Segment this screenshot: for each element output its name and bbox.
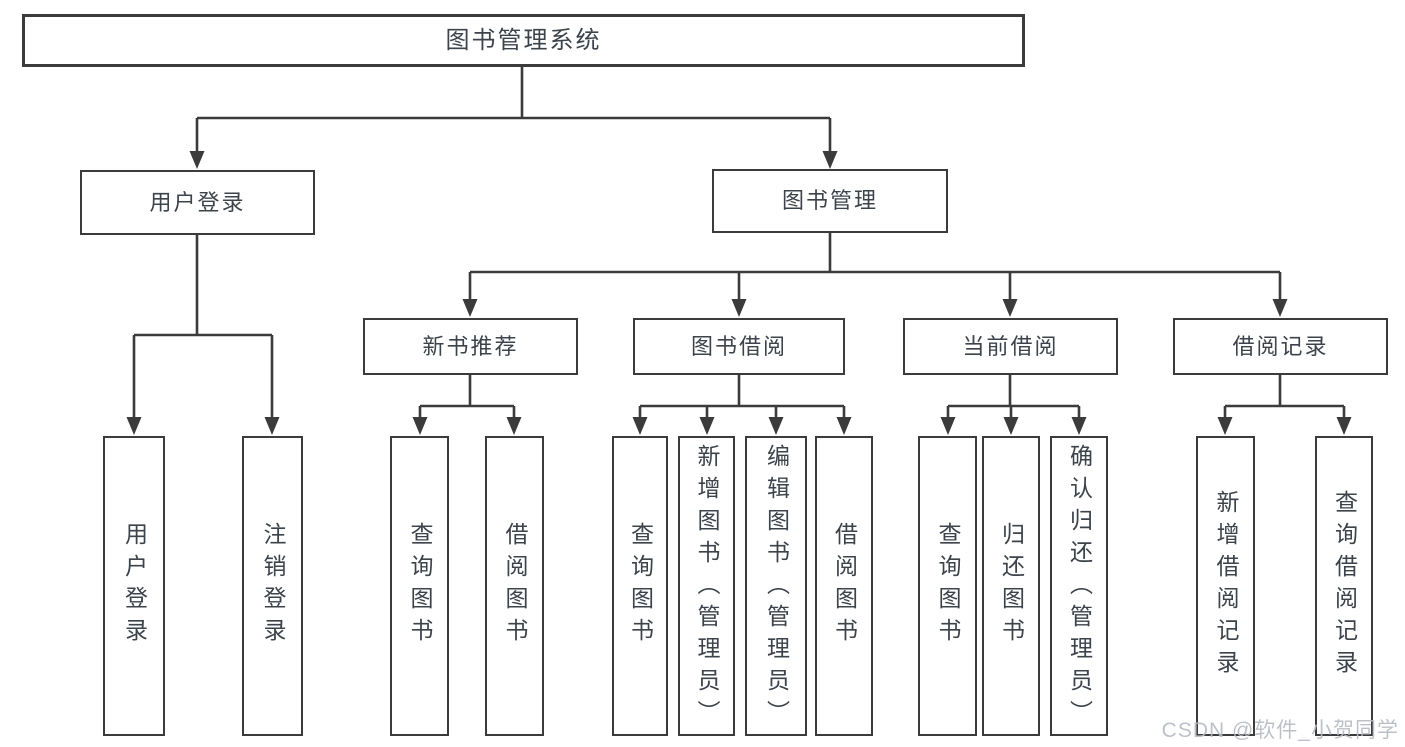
node-leaf-add-book-admin: 新增图书（管理员） [678, 436, 735, 736]
arrowhead [506, 417, 522, 435]
arrowhead [412, 417, 428, 435]
connector-book-borrow-to-leaves [638, 375, 846, 423]
node-borrowing-records: 借阅记录 [1173, 318, 1388, 375]
connector-root-to-level2 [195, 67, 832, 157]
arrowhead [699, 417, 715, 435]
connector-user-login-to-leaves [132, 235, 274, 423]
connector-current-borrow-to-leaves [946, 375, 1081, 423]
node-library-management-system: 图书管理系统 [22, 14, 1025, 67]
node-leaf-confirm-return-admin: 确认归还（管理员） [1050, 436, 1108, 736]
node-leaf-borrow-books-2: 借阅图书 [815, 436, 873, 736]
arrowhead [836, 417, 852, 435]
node-leaf-user-login: 用户登录 [103, 436, 165, 736]
arrowhead [768, 417, 784, 435]
node-leaf-query-borrow-record: 查询借阅记录 [1315, 436, 1373, 736]
arrowhead [632, 417, 648, 435]
connector-new-book-rec-to-leaves [418, 375, 516, 423]
node-current-borrowing: 当前借阅 [903, 318, 1118, 375]
node-leaf-query-books-2: 查询图书 [612, 436, 668, 736]
arrowhead [1003, 417, 1019, 435]
node-leaf-borrow-books-1: 借阅图书 [485, 436, 544, 736]
arrowhead [126, 417, 142, 435]
arrowhead [1002, 299, 1018, 317]
arrowhead [731, 299, 747, 317]
node-leaf-logout: 注销登录 [242, 436, 303, 736]
node-leaf-add-borrow-record: 新增借阅记录 [1196, 436, 1255, 736]
node-book-borrowing: 图书借阅 [633, 318, 845, 375]
arrowhead [189, 151, 205, 169]
arrowhead [822, 151, 838, 169]
node-leaf-edit-book-admin: 编辑图书（管理员） [745, 436, 807, 736]
arrowhead [462, 299, 478, 317]
arrowhead [1336, 417, 1352, 435]
node-leaf-query-books-3: 查询图书 [918, 436, 977, 736]
node-new-book-recommendation: 新书推荐 [363, 318, 578, 375]
arrowhead [1272, 299, 1288, 317]
arrowhead [1071, 417, 1087, 435]
connector-borrow-records-to-leaves [1223, 375, 1346, 423]
node-leaf-return-books: 归还图书 [982, 436, 1040, 736]
connector-book-mgmt-to-level3 [468, 233, 1282, 305]
node-user-login: 用户登录 [80, 170, 315, 235]
arrowhead [1217, 417, 1233, 435]
node-leaf-query-books-1: 查询图书 [390, 436, 449, 736]
arrowhead [264, 417, 280, 435]
node-book-management: 图书管理 [712, 169, 948, 233]
arrowhead [940, 417, 956, 435]
